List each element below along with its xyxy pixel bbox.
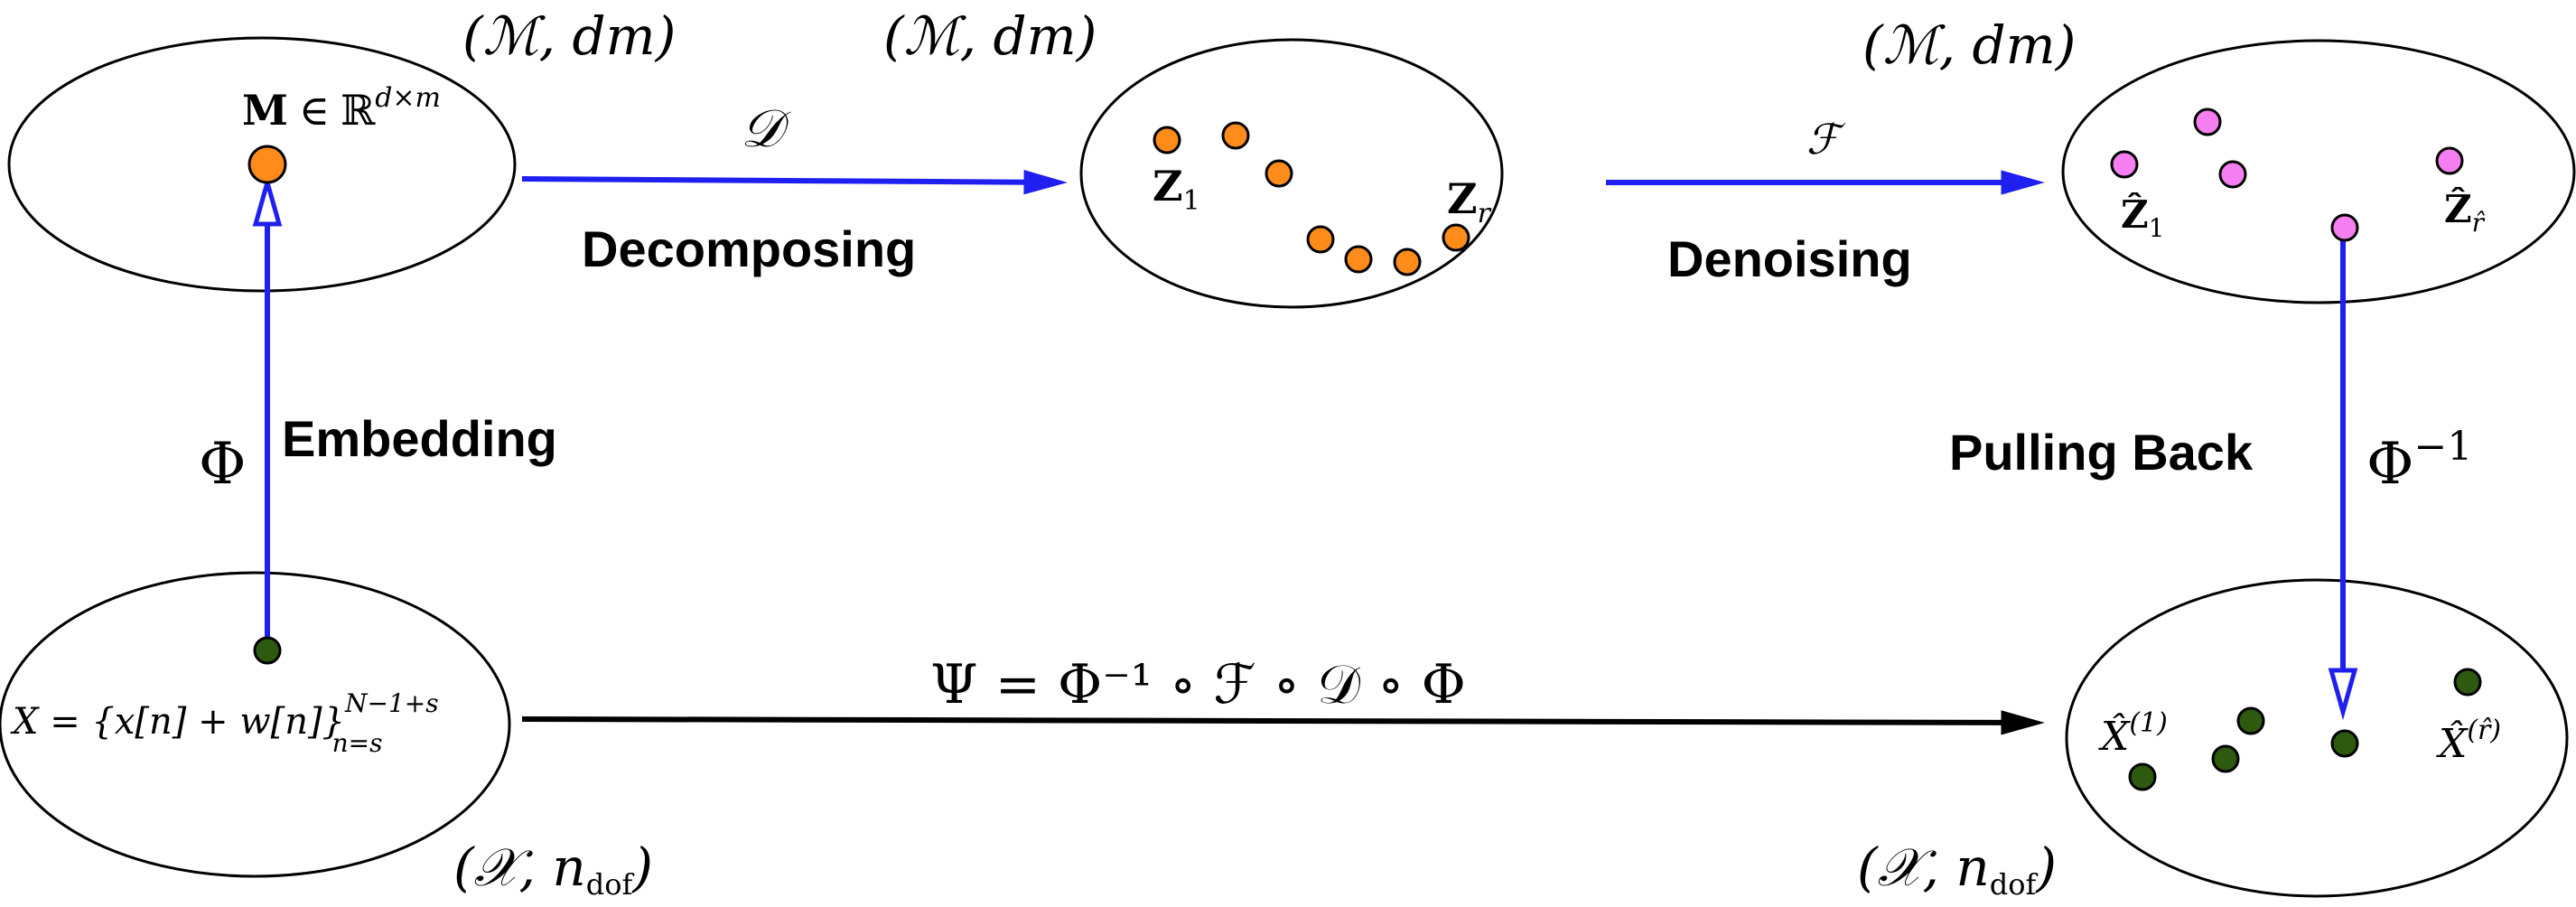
embed-arrow	[252, 173, 283, 650]
output-last-label: X̂(r̂)	[2436, 715, 2501, 767]
output-point	[2128, 762, 2157, 791]
denoised-point	[2193, 108, 2222, 136]
points-group	[247, 108, 2482, 791]
component-point	[1265, 159, 1293, 188]
decompose-symbol: 𝒟	[741, 98, 791, 159]
output-space-label: (𝒳, ndof)	[1857, 837, 2057, 902]
matrix-point	[247, 145, 287, 184]
arrows-group	[252, 170, 2358, 735]
output-point	[2330, 729, 2359, 758]
decomposed-space-label: (ℳ, dm)	[883, 5, 1097, 67]
embed-label: Embedding	[282, 410, 557, 467]
pullback-arrow	[2328, 228, 2358, 721]
matrix-space-ellipse	[7, 36, 517, 293]
composite-map-label: Ψ = Φ⁻¹ ∘ ℱ ∘ 𝒟 ∘ Φ	[930, 653, 1466, 716]
output-point	[2211, 744, 2240, 773]
component-point	[1306, 225, 1335, 254]
signal-space-label: (𝒳, ndof)	[453, 837, 653, 902]
decompose-label: Decomposing	[582, 220, 916, 277]
output-point	[2453, 668, 2482, 697]
denoised-point	[2218, 160, 2247, 189]
output-first-label: X̂(1)	[2098, 707, 2168, 760]
decompose-arrow-shaft	[521, 176, 1029, 185]
decomposed-space-ellipse	[1079, 38, 1504, 309]
output-point	[2236, 706, 2265, 735]
matrix-space-label: (ℳ, dm)	[462, 5, 676, 67]
component-first-label: Z1	[1153, 162, 1200, 217]
denoised-point	[2330, 213, 2359, 242]
pullback-label: Pulling Back	[1949, 424, 2254, 481]
decompose-arrow	[521, 170, 1068, 195]
component-point	[1442, 223, 1470, 252]
denoised-point	[2110, 150, 2139, 179]
denoised-first-label: Ẑ1	[2121, 192, 2165, 243]
denoised-point	[2435, 146, 2464, 175]
composite-arrow-head	[2001, 710, 2045, 735]
denoise-arrow	[1606, 170, 2045, 195]
composite-arrow-shaft	[521, 716, 2006, 725]
pullback-symbol: Φ−1	[2366, 424, 2472, 498]
signal-space-ellipse	[0, 571, 511, 878]
denoise-symbol: ℱ	[1806, 115, 1846, 164]
denoise-arrow-head	[2001, 170, 2045, 195]
denoise-label: Denoising	[1667, 230, 1912, 287]
embed-arrow-head	[252, 173, 283, 227]
component-point	[1153, 126, 1181, 154]
signal-point	[253, 636, 282, 665]
denoised-space-label: (ℳ, dm)	[1862, 14, 2076, 76]
output-space-ellipse	[2065, 578, 2569, 898]
decompose-arrow-head	[1023, 170, 1068, 195]
matrix-label: M∈ℝd×m	[242, 82, 441, 135]
denoised-last-label: Ẑr̂	[2444, 186, 2486, 238]
component-point	[1344, 245, 1373, 274]
component-last-label: Zr	[1447, 174, 1492, 229]
embed-symbol: Φ	[199, 431, 246, 498]
pullback-arrow-head	[2328, 668, 2358, 721]
component-point	[1221, 121, 1250, 150]
denoised-space-ellipse	[2061, 39, 2576, 304]
component-point	[1393, 248, 1422, 276]
composite-arrow	[521, 710, 2045, 735]
